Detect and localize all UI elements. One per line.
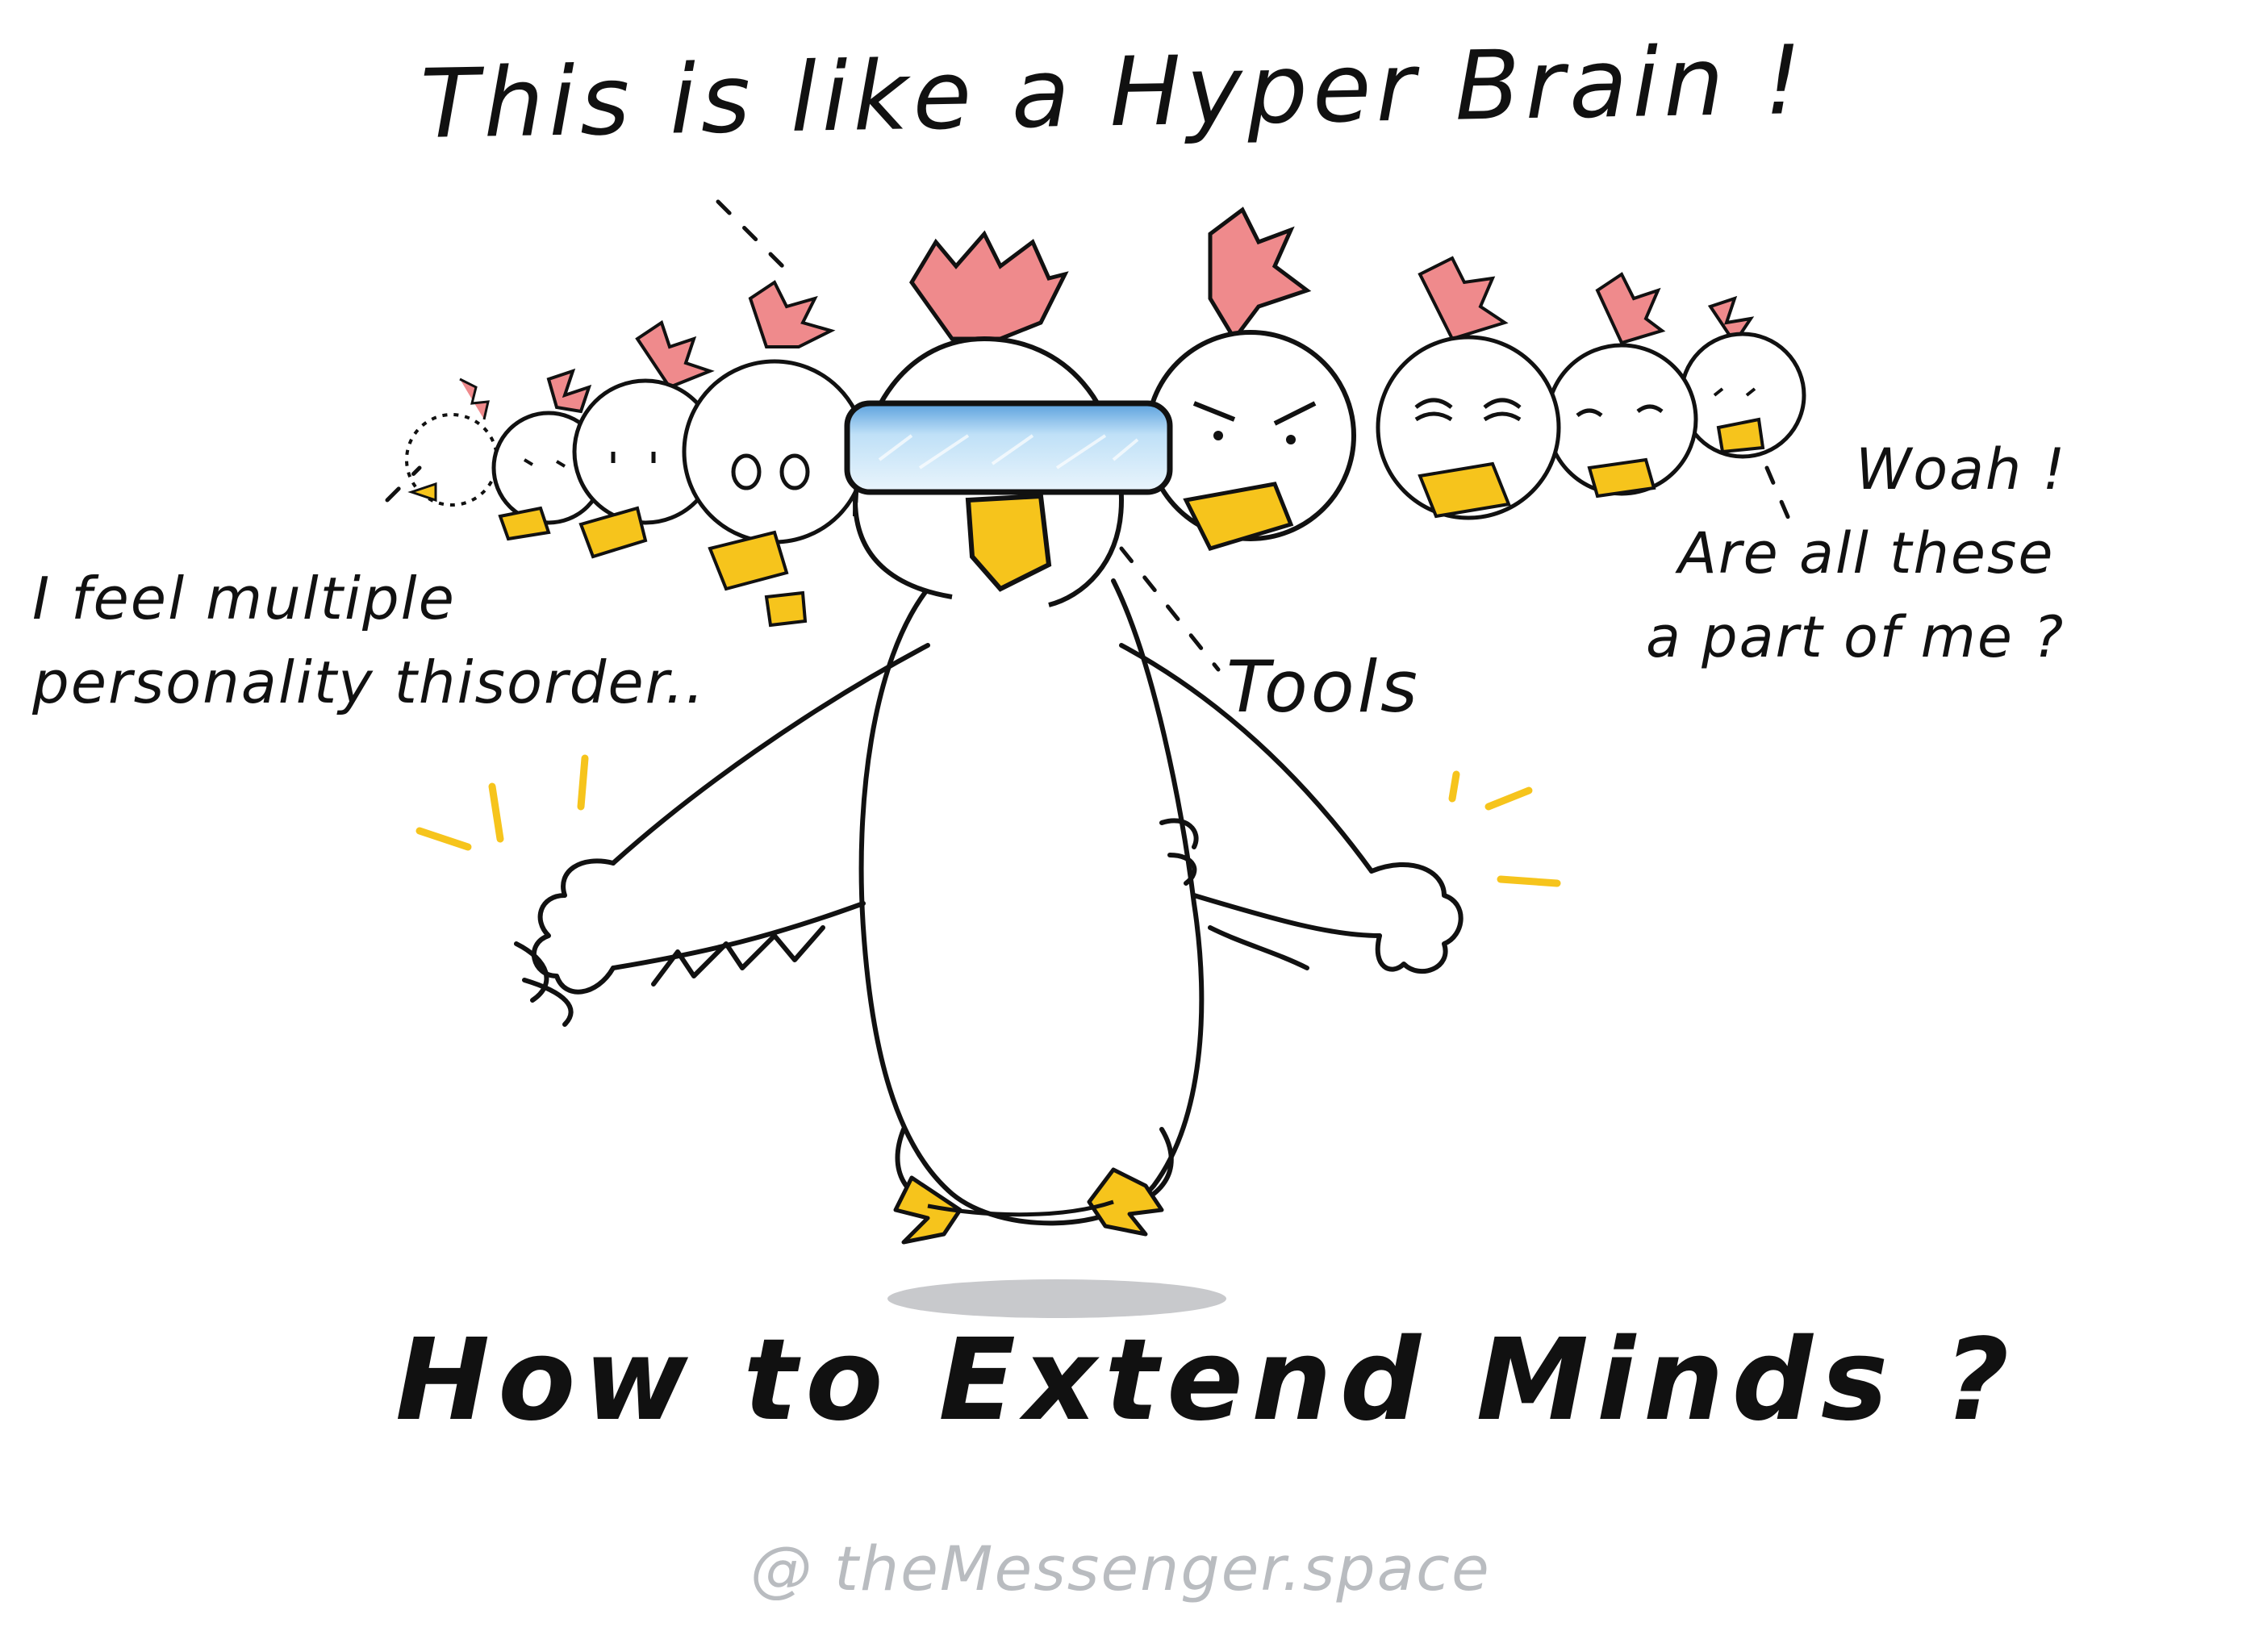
right-speech-line-2: Are all these <box>1678 520 2055 586</box>
left-speech-line-2: personality thisorder.. <box>32 649 706 716</box>
tools-label: Tools <box>1226 645 1421 728</box>
head-left-2 <box>682 280 867 628</box>
pointer-lines <box>385 199 1793 672</box>
head-right-1 <box>1145 206 1356 551</box>
right-speech-line-3: a part of me ? <box>1646 604 2065 670</box>
duck-feet <box>893 1167 1164 1245</box>
credit-watermark: @ theMessenger.space <box>750 1533 1491 1604</box>
left-wing <box>514 643 930 1027</box>
right-speech-line-1: Woah ! <box>1856 436 2067 503</box>
head-right-4 <box>1679 295 1806 459</box>
left-speech: I feel multiple personality thisorder.. <box>32 557 705 724</box>
head-left-3 <box>572 319 719 559</box>
visor <box>844 400 1173 495</box>
center-head <box>844 230 1173 607</box>
duck-body <box>858 578 1205 1226</box>
left-speech-line-1: I feel multiple <box>32 565 456 632</box>
head-right-2 <box>1376 256 1561 520</box>
main-title: How to Extend Minds ? <box>395 1315 2018 1446</box>
head-right-3 <box>1545 272 1698 499</box>
right-speech: Woah ! Are all these a part of me ? <box>1646 428 2067 679</box>
sparkle-marks <box>415 754 1561 887</box>
ground-shadow <box>887 1279 1226 1318</box>
right-wing <box>1119 643 1464 974</box>
head-left-5 <box>405 378 499 507</box>
